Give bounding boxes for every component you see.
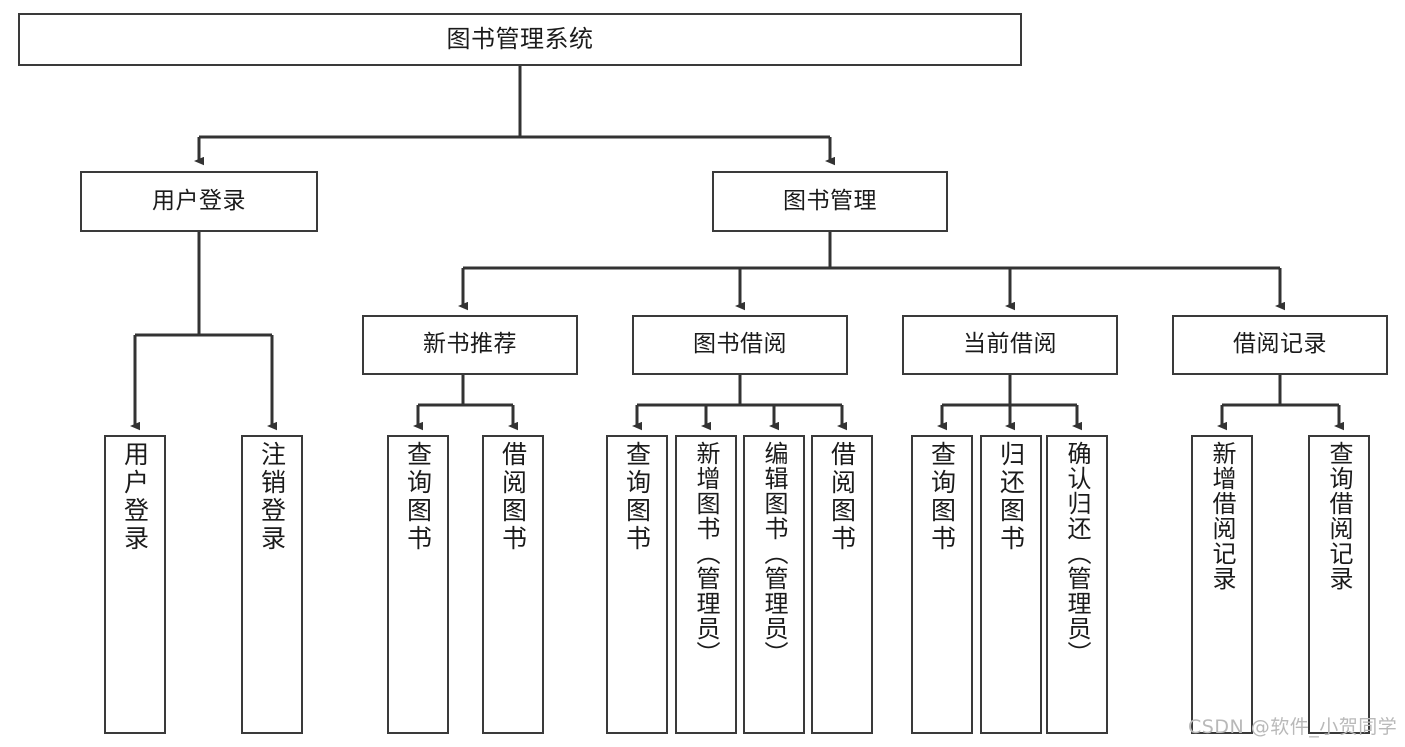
node-label: 借阅图书 [498, 441, 528, 553]
node-label: 用户登录 [120, 441, 150, 553]
node-label: 图书管理 [783, 187, 877, 214]
node-label: 新增图书（管理员） [692, 441, 720, 666]
node-label: 用户登录 [152, 187, 246, 214]
leaf-book-borrow-add-admin[interactable]: 新增图书（管理员） [675, 435, 737, 734]
node-label: 借阅记录 [1233, 331, 1327, 358]
leaf-current-borrow-return[interactable]: 归还图书 [980, 435, 1042, 734]
node-label: 查询图书 [622, 441, 652, 553]
node-label: 新增借阅记录 [1208, 441, 1236, 591]
node-label: 查询图书 [927, 441, 957, 553]
node-label: 注销登录 [257, 441, 287, 553]
leaf-new-book-borrow[interactable]: 借阅图书 [482, 435, 544, 734]
node-label: 查询借阅记录 [1325, 441, 1353, 591]
node-label: 归还图书 [996, 441, 1026, 553]
node-user-login[interactable]: 用户登录 [80, 171, 318, 232]
leaf-user-login-signout[interactable]: 注销登录 [241, 435, 303, 734]
node-book-management[interactable]: 图书管理 [712, 171, 948, 232]
leaf-book-borrow-query[interactable]: 查询图书 [606, 435, 668, 734]
leaf-borrow-record-add[interactable]: 新增借阅记录 [1191, 435, 1253, 734]
node-label: 图书管理系统 [446, 25, 594, 54]
leaf-borrow-record-query[interactable]: 查询借阅记录 [1308, 435, 1370, 734]
node-label: 图书借阅 [693, 331, 787, 358]
node-book-borrow[interactable]: 图书借阅 [632, 315, 848, 375]
node-new-book-recommend[interactable]: 新书推荐 [362, 315, 578, 375]
watermark-text: CSDN @软件_小贺同学 [1188, 716, 1398, 738]
node-label: 编辑图书（管理员） [760, 441, 788, 666]
leaf-current-borrow-confirm-admin[interactable]: 确认归还（管理员） [1046, 435, 1108, 734]
node-root-library-system[interactable]: 图书管理系统 [18, 13, 1022, 66]
leaf-book-borrow-borrow[interactable]: 借阅图书 [811, 435, 873, 734]
node-label: 查询图书 [403, 441, 433, 553]
node-label: 当前借阅 [963, 331, 1057, 358]
node-label: 确认归还（管理员） [1063, 441, 1091, 666]
leaf-user-login-signin[interactable]: 用户登录 [104, 435, 166, 734]
node-label: 新书推荐 [423, 331, 517, 358]
leaf-current-borrow-query[interactable]: 查询图书 [911, 435, 973, 734]
node-borrow-record[interactable]: 借阅记录 [1172, 315, 1388, 375]
node-label: 借阅图书 [827, 441, 857, 553]
leaf-new-book-query[interactable]: 查询图书 [387, 435, 449, 734]
leaf-book-borrow-edit-admin[interactable]: 编辑图书（管理员） [743, 435, 805, 734]
node-current-borrow[interactable]: 当前借阅 [902, 315, 1118, 375]
